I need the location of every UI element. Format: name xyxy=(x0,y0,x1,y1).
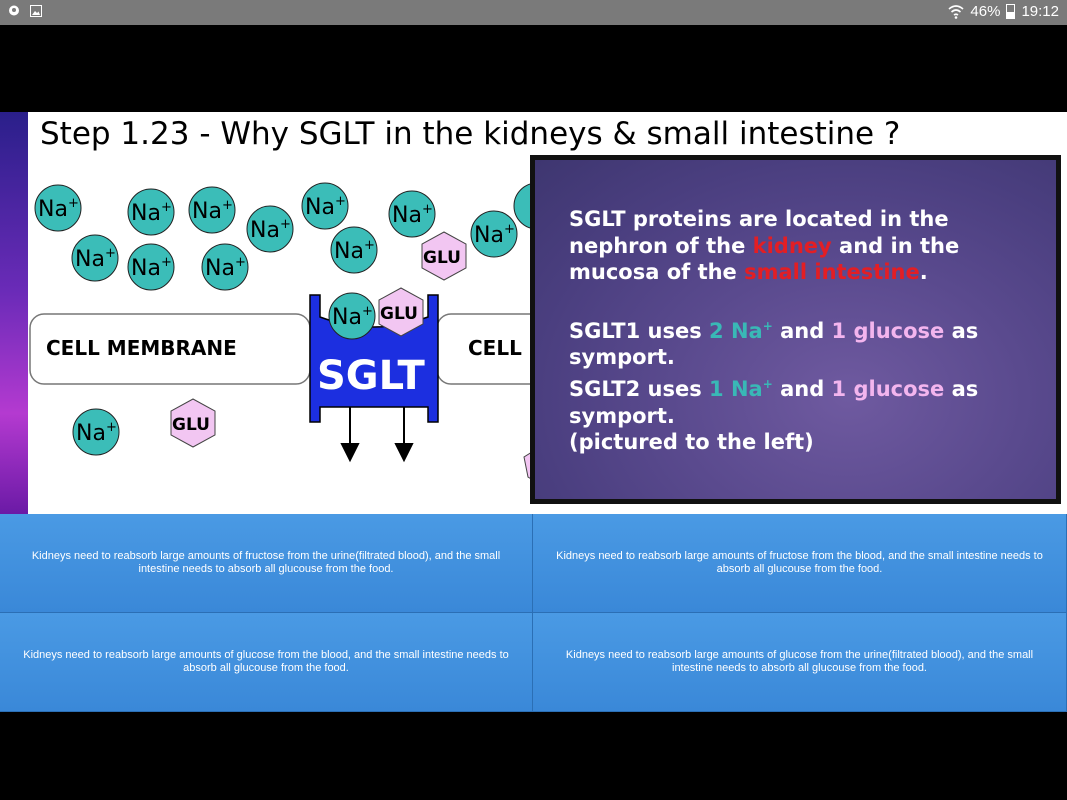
info-sglt2-text: SGLT2 uses 1 Na+ and 1 glucose as sympor… xyxy=(569,376,979,428)
battery-percent: 46% xyxy=(970,3,1001,20)
answer-option-3[interactable]: Kidneys need to reabsorb large amounts o… xyxy=(0,613,533,712)
na-ion: Na+ xyxy=(388,190,436,238)
svg-text:Na+: Na+ xyxy=(474,222,515,248)
svg-text:GLU: GLU xyxy=(172,415,210,435)
image-icon xyxy=(30,5,42,17)
na-ion: Na+ xyxy=(246,205,294,253)
answer-grid: Kidneys need to reabsorb large amounts o… xyxy=(0,514,1067,712)
svg-text:Na+: Na+ xyxy=(250,217,291,243)
slide-image: Step 1.23 - Why SGLT in the kidneys & sm… xyxy=(0,112,1067,514)
slide-title: Step 1.23 - Why SGLT in the kidneys & sm… xyxy=(40,116,901,152)
svg-text:Na+: Na+ xyxy=(76,420,117,446)
na-ion: Na+ xyxy=(470,210,518,258)
na-ion: Na+ xyxy=(328,292,376,340)
na-ion: Na+ xyxy=(301,182,349,230)
svg-text:GLU: GLU xyxy=(380,304,418,324)
intestine-highlight: small intestine xyxy=(744,260,920,285)
info-sglt1-text: SGLT1 uses 2 Na+ and 1 glucose as sympor… xyxy=(569,318,979,370)
svg-text:Na+: Na+ xyxy=(305,194,346,220)
status-bar: 46% 19:12 xyxy=(0,0,1067,25)
svg-text:Na+: Na+ xyxy=(38,196,79,222)
notification-icon xyxy=(9,5,19,16)
wifi-icon xyxy=(948,4,964,19)
answer-option-4[interactable]: Kidneys need to reabsorb large amounts o… xyxy=(533,613,1067,712)
info-panel: SGLT proteins are located in the nephron… xyxy=(530,155,1061,504)
na-ion: Na+ xyxy=(127,243,175,291)
svg-text:Na+: Na+ xyxy=(131,255,172,281)
svg-text:Na+: Na+ xyxy=(392,202,433,228)
na-ion: Na+ xyxy=(201,243,249,291)
na-ion: Na+ xyxy=(72,408,120,456)
svg-text:Na+: Na+ xyxy=(334,238,375,264)
svg-text:GLU: GLU xyxy=(423,248,461,268)
membrane-label: CELL MEMBRANE xyxy=(46,336,237,360)
na-ion: Na+ xyxy=(188,186,236,234)
svg-text:Na+: Na+ xyxy=(205,255,246,281)
slide-decor-bar xyxy=(0,112,28,514)
glucose-molecule: GLU xyxy=(378,287,424,337)
info-pictured-text: (pictured to the left) xyxy=(569,430,814,455)
na-ion: Na+ xyxy=(71,234,119,282)
svg-text:Na+: Na+ xyxy=(75,246,116,272)
battery-icon xyxy=(1006,4,1016,19)
svg-text:Na+: Na+ xyxy=(131,200,172,226)
svg-text:Na+: Na+ xyxy=(332,304,373,330)
na-ion: Na+ xyxy=(330,226,378,274)
clock: 19:12 xyxy=(1021,3,1059,20)
sglt-label: SGLT xyxy=(317,353,426,399)
kidney-highlight: kidney xyxy=(752,233,832,258)
transport-arrow xyxy=(340,407,360,463)
answer-option-1[interactable]: Kidneys need to reabsorb large amounts o… xyxy=(0,514,533,613)
glucose-molecule: GLU xyxy=(421,231,467,281)
na-ion: Na+ xyxy=(127,188,175,236)
info-location-text: SGLT proteins are located in the nephron… xyxy=(569,207,960,285)
glucose-molecule: GLU xyxy=(170,398,216,448)
svg-text:Na+: Na+ xyxy=(192,198,233,224)
answer-option-2[interactable]: Kidneys need to reabsorb large amounts o… xyxy=(533,514,1067,613)
transport-arrow xyxy=(394,407,414,463)
na-ion: Na+ xyxy=(34,184,82,232)
